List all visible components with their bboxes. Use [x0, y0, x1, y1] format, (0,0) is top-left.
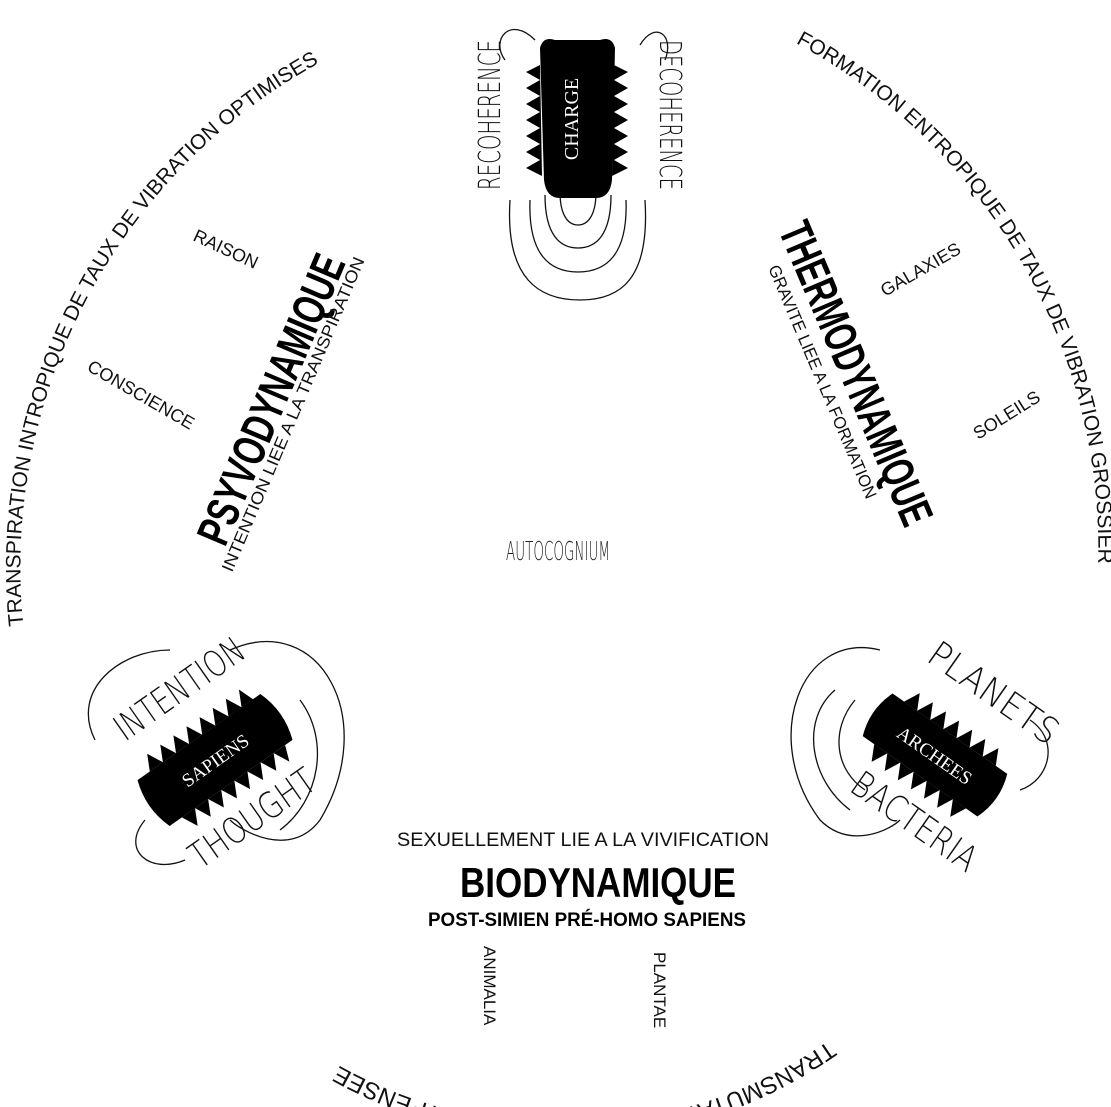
center-label: AUTOCOGNIUM [506, 537, 610, 567]
psyvodynamique-group: PSYVODYNAMIQUE INTENTION LIEE A LA TRANS… [84, 225, 369, 574]
biodynamique-group: SEXUELLEMENT LIE A LA VIVIFICATION BIODY… [397, 830, 769, 1028]
item-raison: RAISON [190, 225, 261, 272]
biodynamique-subtitle: POST-SIMIEN PRÉ-HOMO SAPIENS [428, 909, 746, 931]
item-soleils: SOLEILS [970, 387, 1044, 444]
biodynamique-pretitle: SEXUELLEMENT LIE A LA VIVIFICATION [397, 830, 769, 851]
charge-label: CHARGE [561, 78, 583, 160]
item-galaxies: GALAXIES [877, 239, 964, 301]
item-conscience: CONSCIENCE [84, 356, 198, 433]
decoherence-label: DECOHERENCE [652, 40, 687, 190]
recoherence-label: RECOHERENCE [473, 40, 508, 190]
right-node: ARCHEES PLANETS BACTERIA [791, 634, 1066, 881]
top-node: CHARGE RECOHERENCE DECOHERENCE [473, 30, 687, 300]
item-animalia: ANIMALIA [480, 946, 499, 1026]
item-plantae: PLANTAE [650, 952, 669, 1028]
left-node: SAPIENS INTENTION THOUGHT [88, 630, 344, 878]
thermodynamique-group: THERMODYNAMIQUE GRAVITE LIEE A LA FORMAT… [764, 214, 1043, 533]
psyvodynamique-title: PSYVODYNAMIQUE [186, 246, 355, 552]
outer-arc-bottom: TRANSMUTATION DES MINERAUX A PENSEE [329, 1036, 840, 1107]
biodynamique-title: BIODYNAMIQUE [460, 859, 736, 906]
